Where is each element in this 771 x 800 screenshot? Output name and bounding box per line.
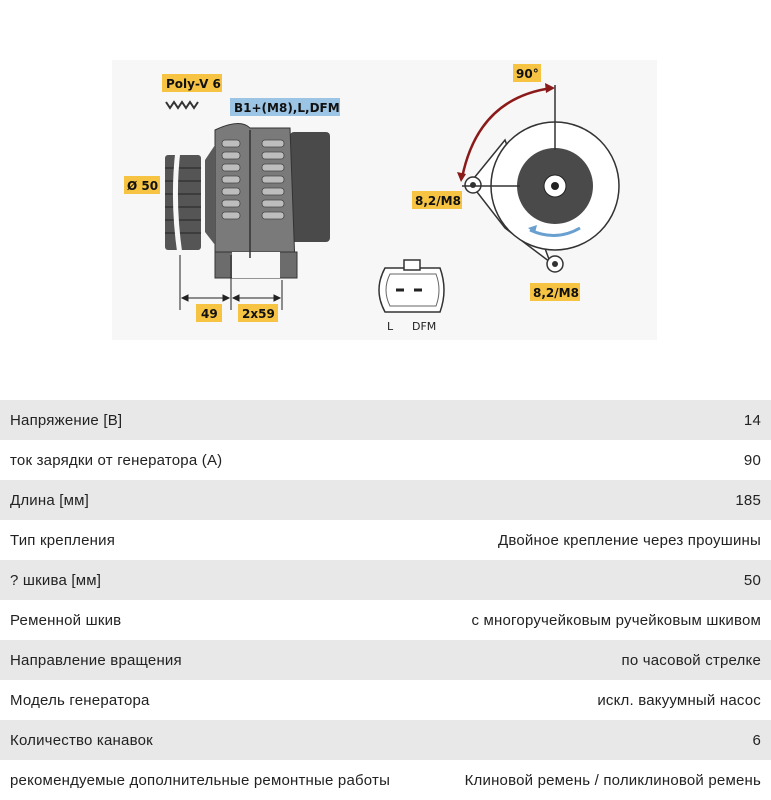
mount-left-label: 8,2/M8 xyxy=(415,194,461,208)
spec-value: искл. вакуумный насос xyxy=(597,691,761,709)
spec-value: 14 xyxy=(743,411,761,429)
diameter-label-box xyxy=(124,176,160,194)
table-row: Напряжение [В] 14 xyxy=(0,400,771,440)
alternator-diagram: Poly-V 6 B1+(M8),L,DFM xyxy=(124,64,620,333)
table-row: ? шкива [мм] 50 xyxy=(0,560,771,600)
diameter-label: Ø 50 xyxy=(127,179,158,193)
spec-key: Ременной шкив xyxy=(10,611,122,629)
terminal-label-box xyxy=(230,98,340,116)
connector-plug xyxy=(378,259,445,313)
table-row: Тип крепления Двойное крепление через пр… xyxy=(0,520,771,560)
spec-value: 6 xyxy=(752,731,761,749)
dim-left-label: 49 xyxy=(201,307,218,321)
mount-bottom-box xyxy=(530,283,580,301)
connector-l-label: L xyxy=(387,320,394,333)
angle-arc-icon xyxy=(460,86,553,179)
spec-key: Напряжение [В] xyxy=(10,411,123,429)
mount-bottom-label: 8,2/M8 xyxy=(533,286,579,300)
mount-left-box xyxy=(412,191,462,209)
dim-right-label: 2x59 xyxy=(242,307,275,321)
poly-v-profile-icon xyxy=(165,100,199,110)
spec-key: Длина [мм] xyxy=(10,491,90,509)
spec-value: по часовой стрелке xyxy=(621,651,761,669)
spec-value: 185 xyxy=(735,491,761,509)
terminal-label: B1+(M8),L,DFM xyxy=(234,101,340,115)
table-row: Длина [мм] 185 xyxy=(0,480,771,520)
table-row: Направление вращения по часовой стрелке xyxy=(0,640,771,680)
pulley-label-box xyxy=(162,74,222,92)
table-row: Количество канавок 6 xyxy=(0,720,771,760)
spec-key: рекомендуемые дополнительные ремонтные р… xyxy=(10,771,391,789)
dim-right-box xyxy=(238,304,278,322)
spec-key: ? шкива [мм] xyxy=(10,571,102,589)
spec-key: ток зарядки от генератора (А) xyxy=(10,451,223,469)
angle-label-box xyxy=(513,64,541,82)
dim-left-box xyxy=(196,304,222,322)
angle-label: 90° xyxy=(516,67,539,81)
table-row: рекомендуемые дополнительные ремонтные р… xyxy=(0,760,771,800)
alternator-side-view xyxy=(165,123,330,279)
pulley xyxy=(165,155,201,250)
pulley-label: Poly-V 6 xyxy=(166,77,221,91)
spec-key: Тип крепления xyxy=(10,531,116,549)
spec-key: Количество канавок xyxy=(10,731,153,749)
spec-value: Клиновой ремень / поликлиновой ремень xyxy=(464,771,761,789)
spec-key: Модель генератора xyxy=(10,691,150,709)
spec-value: с многоручейковым ручейковым шкивом xyxy=(471,611,761,629)
dimension-lines xyxy=(179,255,283,310)
table-row: ток зарядки от генератора (А) 90 xyxy=(0,440,771,480)
spec-value: 90 xyxy=(743,451,761,469)
connector-dfm-label: DFM xyxy=(412,320,436,333)
spec-value: Двойное крепление через проушины xyxy=(497,531,761,549)
spec-value: 50 xyxy=(743,571,761,589)
table-row: Ременной шкив с многоручейковым ручейков… xyxy=(0,600,771,640)
table-row: Модель генератора искл. вакуумный насос xyxy=(0,680,771,720)
diagram-svg: Poly-V 6 B1+(M8),L,DFM xyxy=(124,64,620,333)
spec-table: Напряжение [В] 14 ток зарядки от генерат… xyxy=(0,400,771,800)
spec-key: Направление вращения xyxy=(10,651,182,669)
